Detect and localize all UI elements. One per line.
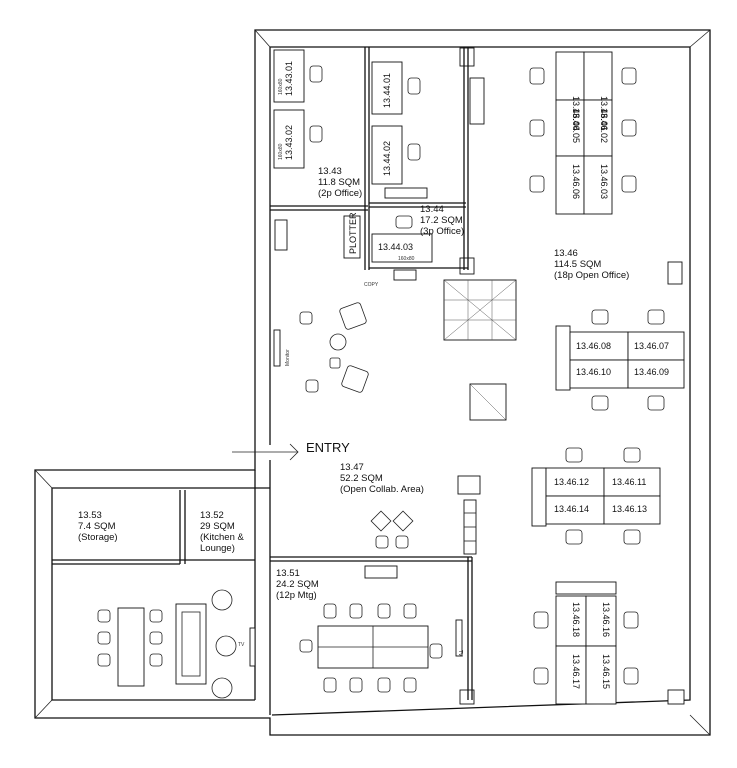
- room-13-46: 13.46.04 13.46.01 13.46.05 13.46.02 13.4…: [529, 51, 685, 705]
- desk-13-46-12: 13.46.12: [554, 477, 589, 487]
- room-13-52-area: 29 SQM: [200, 521, 235, 532]
- room-13-52-use: (Kitchen &: [200, 532, 244, 543]
- monitor-label: Monitor: [285, 349, 291, 366]
- desk-13-46-07: 13.46.07: [634, 341, 669, 351]
- room-13-47-id: 13.47: [340, 462, 364, 473]
- desk-13-46-02: 13.46.02: [599, 108, 609, 143]
- desk-13-44-03: 13.44.03: [378, 242, 413, 252]
- room-13-43-id: 13.43: [318, 166, 342, 177]
- desk-13-46-08: 13.46.08: [576, 341, 611, 351]
- room-13-51-area: 24.2 SQM: [276, 579, 319, 590]
- room-13-53-id: 13.53: [78, 510, 102, 521]
- room-13-43-area: 11.8 SQM: [318, 177, 360, 188]
- room-13-51: 13.51 24.2 SQM (12p Mtg) TV: [276, 565, 463, 693]
- svg-text:160x80: 160x80: [278, 143, 284, 160]
- plotter-label: PLOTTER: [348, 212, 358, 254]
- room-13-47-use: (Open Collab. Area): [340, 484, 424, 495]
- copy-label: COPY: [364, 282, 379, 288]
- desk-13-46-05: 13.46.05: [571, 108, 581, 143]
- desk-13-46-01: 13.46.01: [599, 96, 609, 131]
- outer-walls: [34, 29, 711, 736]
- room-13-47: PLOTTER COPY Monitor ENTRY 13.47 52.2 SQ…: [232, 212, 517, 555]
- room-13-52: 13.52 29 SQM (Kitchen & Lounge) TV: [97, 510, 256, 699]
- desk-13-46-16: 13.46.16: [601, 602, 611, 637]
- partitions: [52, 47, 473, 700]
- room-13-46-area: 114.5 SQM: [554, 259, 601, 270]
- desk-13-44-02: 13.44.02: [382, 141, 392, 176]
- planter-grid: [443, 279, 517, 341]
- room-13-44: 13.44.01 13.44.02 13.44.03 160x80 13.44 …: [371, 61, 485, 263]
- desk-13-46-04: 13.46.04: [571, 96, 581, 131]
- desk-13-46-13: 13.46.13: [612, 504, 647, 514]
- desk-13-46-06: 13.46.06: [571, 164, 581, 199]
- room-13-52-id: 13.52: [200, 510, 224, 521]
- tv-label-mtg: TV: [457, 650, 463, 657]
- room-13-43-use: (2p Office): [318, 188, 362, 199]
- room-13-51-use: (12p Mtg): [276, 590, 317, 601]
- room-13-51-id: 13.51: [276, 568, 300, 579]
- entry-label: ENTRY: [306, 440, 350, 455]
- desk-13-46-09: 13.46.09: [634, 367, 669, 377]
- room-13-46-id: 13.46: [554, 248, 578, 259]
- tv-label-kitchen: TV: [238, 642, 245, 648]
- room-13-44-area: 17.2 SQM: [420, 215, 463, 226]
- room-13-46-use: (18p Open Office): [554, 270, 629, 281]
- room-13-53-area: 7.4 SQM: [78, 521, 116, 532]
- room-13-47-area: 52.2 SQM: [340, 473, 383, 484]
- desk-13-46-10: 13.46.10: [576, 367, 611, 377]
- desk-13-43-02: 13.43.02: [284, 125, 294, 160]
- desk-13-43-01: 13.43.01: [284, 61, 294, 96]
- desk-13-46-14: 13.46.14: [554, 504, 589, 514]
- svg-text:160x80: 160x80: [398, 256, 415, 262]
- desk-13-46-18: 13.46.18: [571, 602, 581, 637]
- desk-13-44-01: 13.44.01: [382, 73, 392, 108]
- desk-13-46-11: 13.46.11: [612, 477, 646, 487]
- desk-13-46-03: 13.46.03: [599, 164, 609, 199]
- svg-text:160x80: 160x80: [278, 78, 284, 95]
- room-13-43: 13.43.01 13.43.02 160x80 160x80 13.43 11…: [273, 49, 362, 199]
- room-13-53: 13.53 7.4 SQM (Storage): [78, 510, 118, 543]
- room-13-44-id: 13.44: [420, 204, 444, 215]
- desk-13-46-17: 13.46.17: [571, 654, 581, 689]
- room-13-53-use: (Storage): [78, 532, 118, 543]
- room-13-44-use: (3p Office): [420, 226, 464, 237]
- desk-13-46-15: 13.46.15: [601, 654, 611, 689]
- room-13-52-use2: Lounge): [200, 543, 235, 554]
